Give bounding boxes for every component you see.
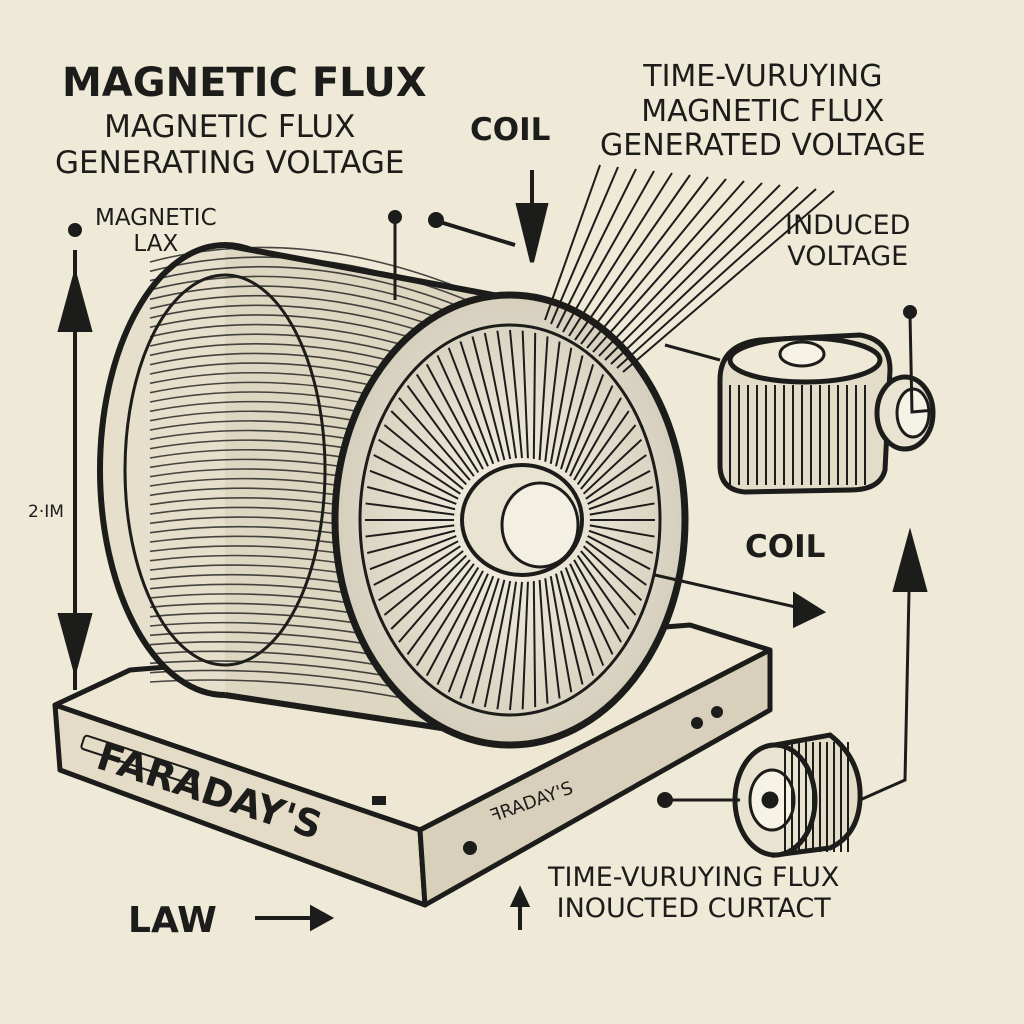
base-knob-icon [691,717,703,729]
title-subtitle: MAGNETIC FLUX GENERATING VOLTAGE [55,109,405,181]
time-varying-line-2: MAGNETIC FLUX [641,93,885,129]
arrows [57,170,928,932]
magnetic-lax-line-1: MAGNETIC [95,205,217,231]
time-varying-line-3: GENERATED VOLTAGE [600,128,926,163]
flux-lines [544,164,835,373]
base-knob-icon [463,841,477,855]
time-varying-bottom-label: TIME-VURUYING FLUX INOUCTED CURTACT [548,862,839,924]
dimension-label: 2·IM [28,502,64,522]
title-line-1: MAGNETIC FLUX [104,109,356,145]
circuit-wires [393,220,936,802]
time-varying-line-1: TIME-VURUYING [643,59,883,94]
magnetic-lax-label: MAGNETIC LAX [95,205,217,258]
coil-top-label: COIL [470,112,551,148]
sensor-ribs [784,742,849,852]
induced-voltage-label: INDUCED VOLTAGE [785,210,910,272]
base-knob-icon [711,706,723,718]
bottom-line-1: TIME-VURUYING FLUX [548,862,840,893]
induced-line-1: INDUCED [785,210,911,241]
base-jack-icon [372,796,386,805]
coil-front-face [331,291,689,749]
law-label: LAW [128,900,217,941]
coil-right-label: COIL [745,529,826,565]
bottom-line-2: INOUCTED CURTACT [556,893,831,925]
title-main: MAGNETIC FLUX [62,60,427,106]
voltage-meter-device [717,332,936,495]
induced-line-2: VOLTAGE [787,241,909,273]
title-line-2: GENERATING VOLTAGE [55,144,405,181]
magnetic-lax-line-2: LAX [133,231,179,258]
time-varying-flux-label: TIME-VURUYING MAGNETIC FLUX GENERATED VO… [600,59,926,164]
radial-field-lines [365,329,655,711]
meter-ribs [729,385,866,485]
coil-hub-cap [500,481,580,569]
